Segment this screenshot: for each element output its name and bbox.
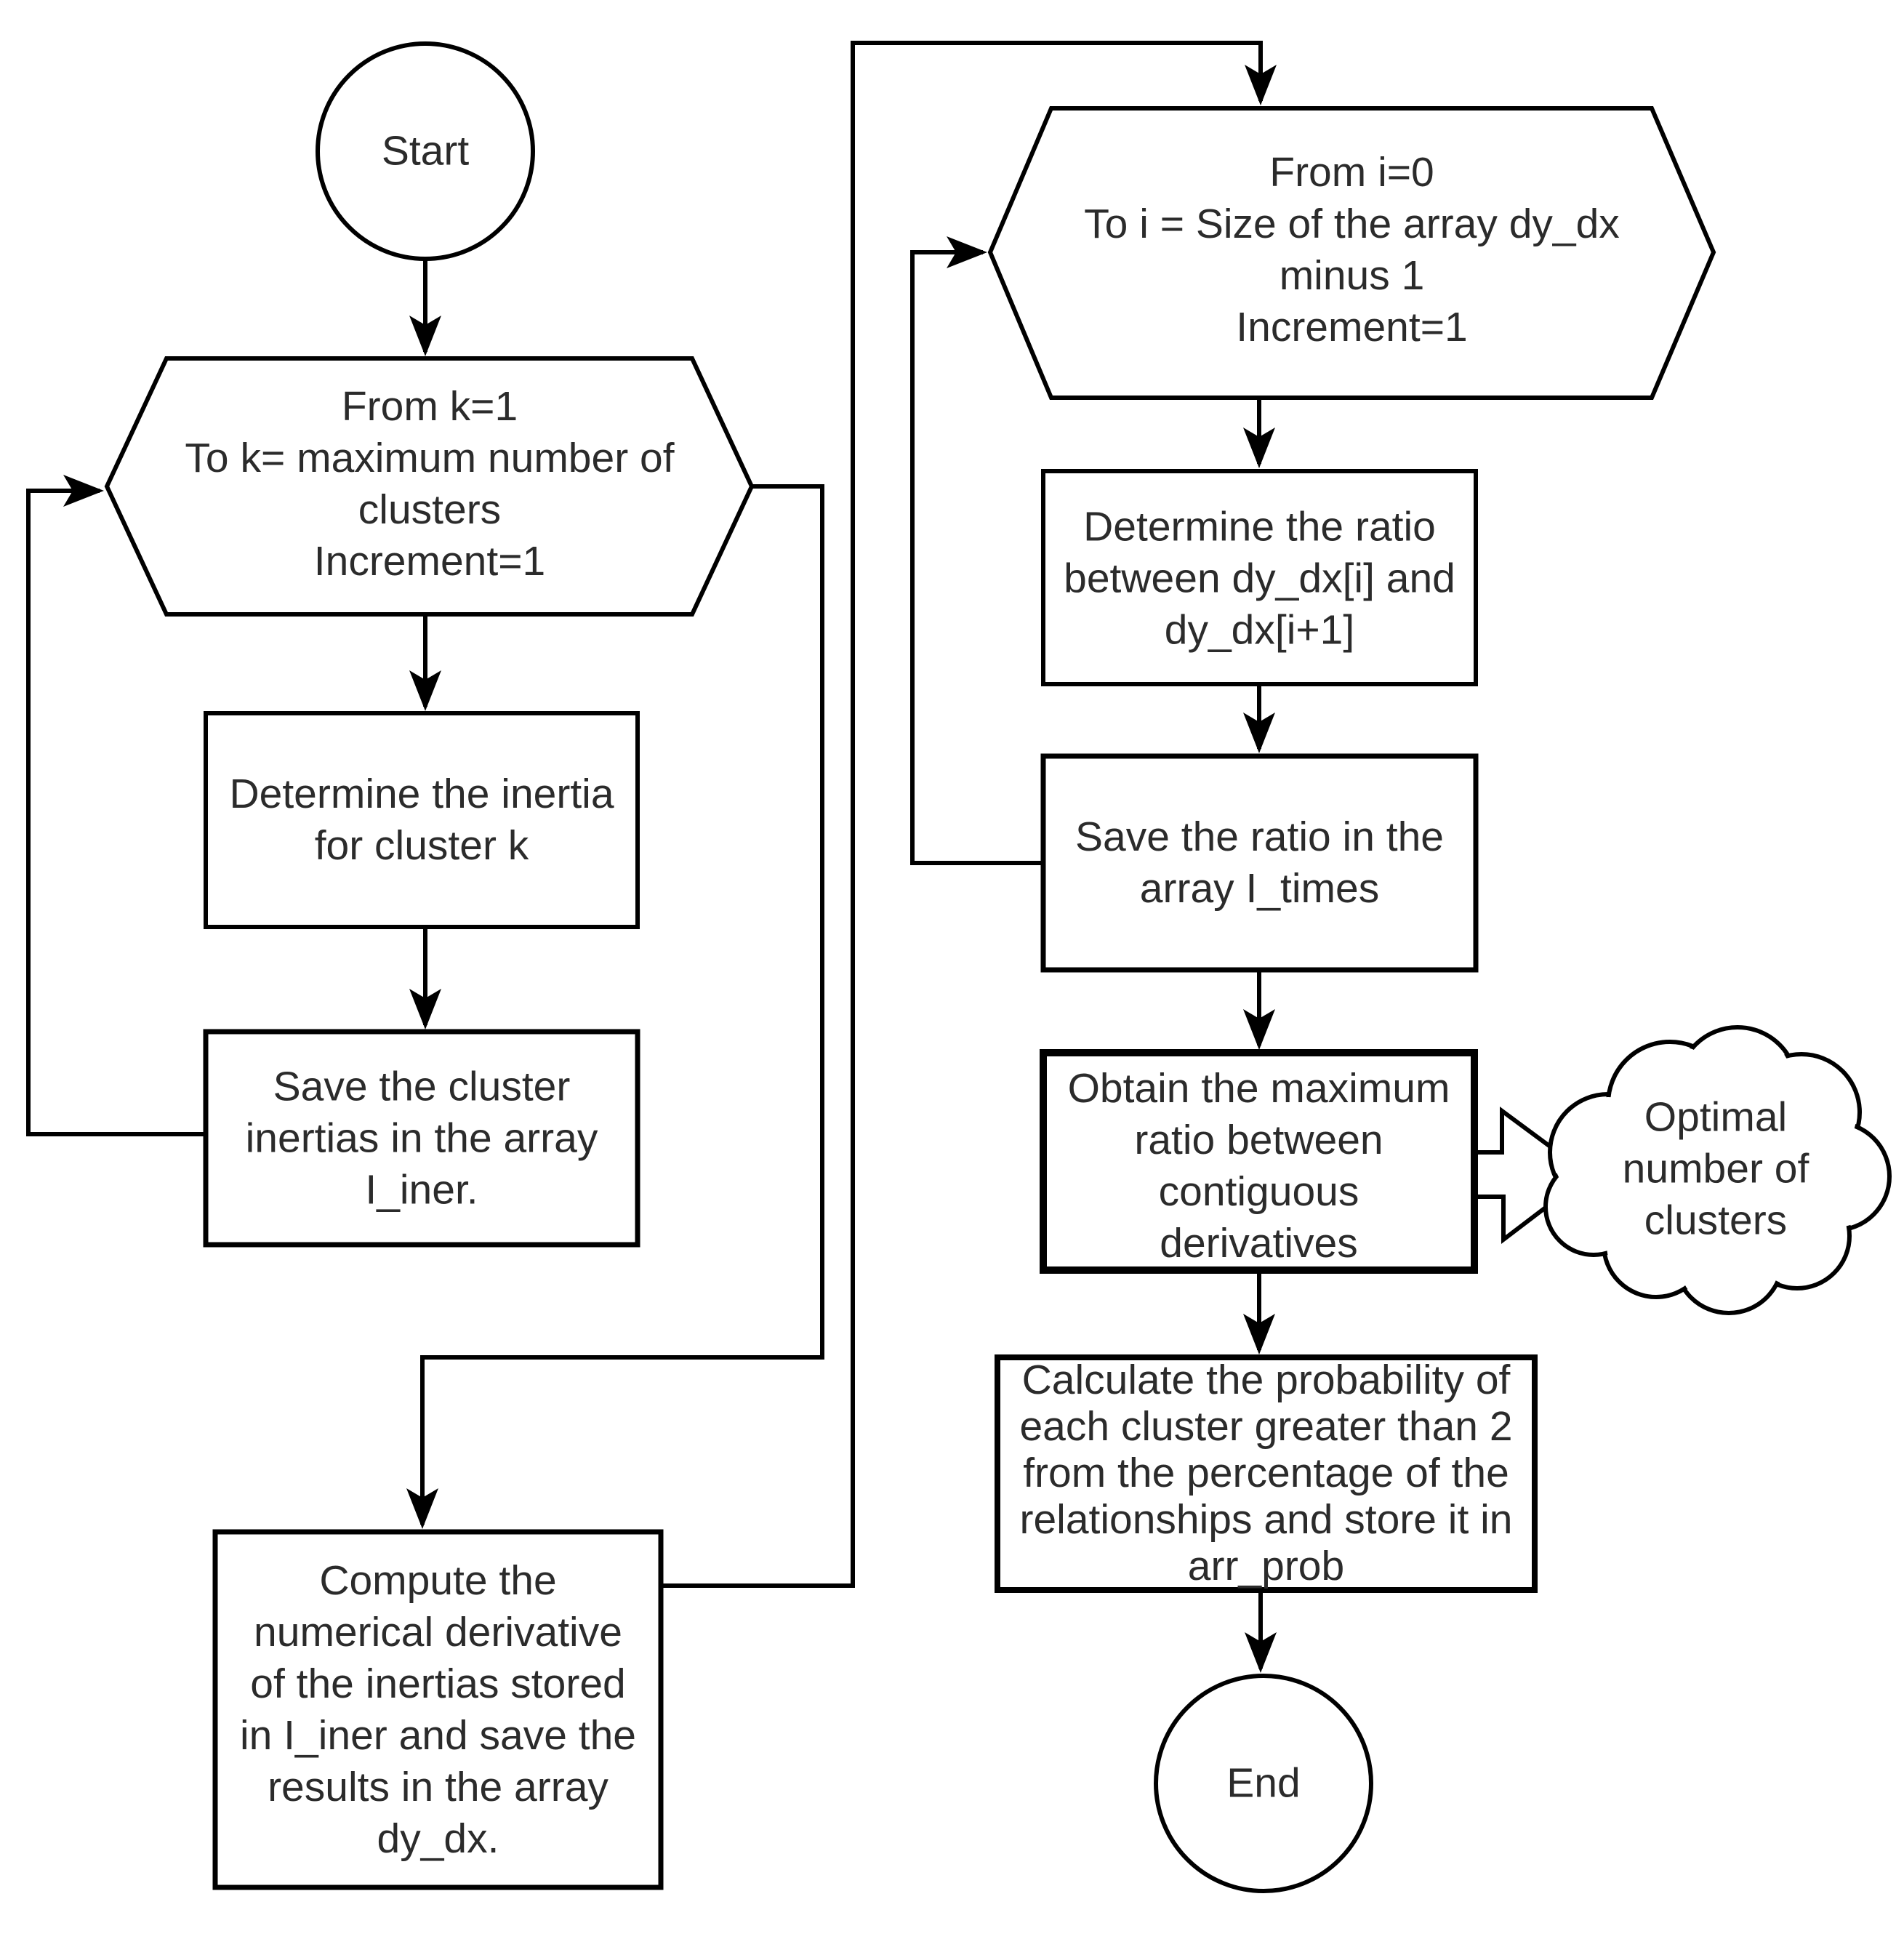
start-terminator xyxy=(316,41,535,261)
end-terminator xyxy=(1154,1674,1373,1893)
edge-save-ratio-loopback-to-loop-i xyxy=(910,236,1043,865)
cloud-optimal-clusters xyxy=(1543,1025,1892,1315)
edge-loop-k-exit-to-compute-derivative xyxy=(406,484,824,1529)
process-save-ratio xyxy=(1040,753,1479,973)
edge-save-inertias-loopback-to-loop-k xyxy=(26,475,206,1136)
loop-k-hexagon xyxy=(104,356,755,617)
process-determine-ratio xyxy=(1041,469,1478,686)
edge-compute-derivative-to-loop-i xyxy=(661,41,1277,1588)
process-compute-derivative xyxy=(212,1529,664,1890)
process-obtain-max-ratio xyxy=(1040,1049,1478,1274)
loop-i-hexagon xyxy=(987,106,1716,400)
process-calc-probability xyxy=(995,1354,1538,1593)
process-determine-inertia xyxy=(204,711,640,929)
process-save-inertias xyxy=(203,1029,640,1248)
